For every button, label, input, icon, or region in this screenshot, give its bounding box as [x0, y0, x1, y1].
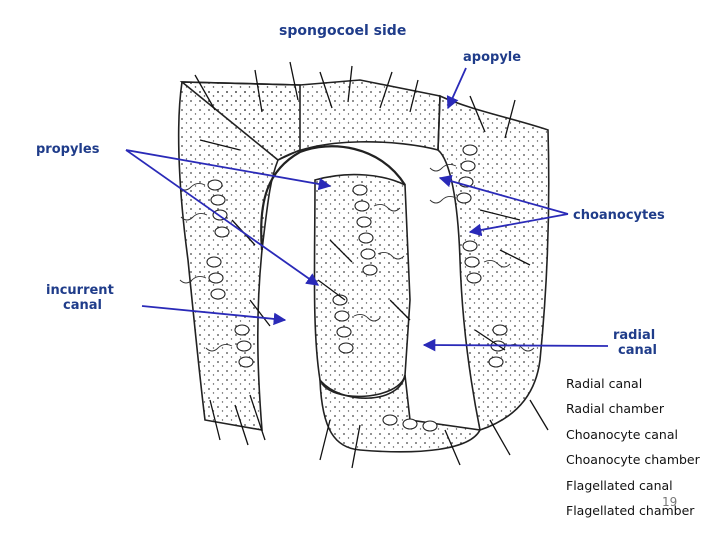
label-incurrent: incurrent	[46, 283, 114, 298]
label-choanocytes: choanocytes	[573, 208, 665, 223]
label-spongocoel-side: spongocoel side	[279, 23, 407, 39]
term-item: Flagellated chamber	[566, 502, 695, 518]
term-item: Choanocyte chamber	[566, 452, 700, 468]
tissue-wall	[177, 61, 550, 469]
label-incurrent-canal: canal	[63, 298, 102, 313]
term-item: Choanocyte canal	[566, 426, 678, 442]
term-item: Radial chamber	[566, 401, 664, 417]
label-apopyle: apopyle	[463, 50, 522, 65]
term-item: Radial canal	[566, 376, 643, 391]
term-item: Flagellated canal	[566, 477, 673, 493]
slide-number: 19	[662, 495, 678, 509]
label-propyles: propyles	[36, 142, 100, 157]
label-radial: radial	[613, 328, 656, 343]
pointer-arrows	[125, 67, 609, 352]
term-list: Radial canal Radial chamber Choanocyte c…	[566, 374, 700, 526]
label-radial-canal: canal	[618, 343, 657, 358]
